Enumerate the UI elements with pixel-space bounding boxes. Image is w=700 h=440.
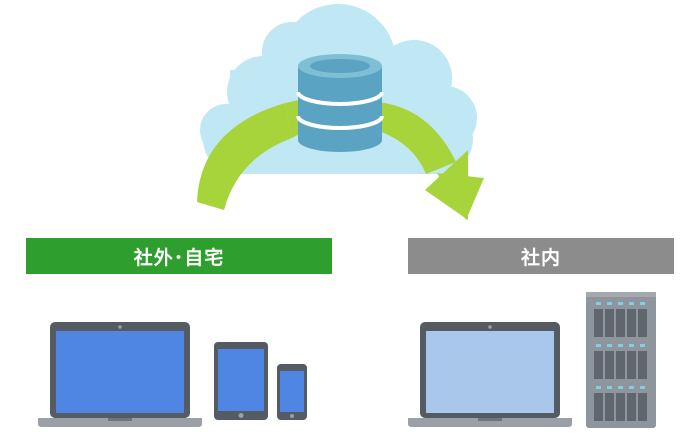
server-drive-bay [627, 309, 636, 337]
server-led [640, 302, 645, 305]
server-led [640, 386, 645, 389]
server-drive-bay [605, 393, 614, 421]
remote-location-label: 社外･自宅 [26, 238, 332, 274]
server-led [596, 344, 601, 347]
office-location-label: 社内 [408, 238, 674, 274]
smartphone-icon [277, 364, 307, 420]
server-drive-bay [616, 309, 625, 337]
server-drive-bay [627, 351, 636, 379]
server-led [640, 344, 645, 347]
server-led [607, 344, 612, 347]
server-icon [586, 292, 656, 428]
server-drive-bay [605, 309, 614, 337]
server-led [629, 344, 634, 347]
server-drive-bay [627, 393, 636, 421]
server-drive-bay [638, 351, 647, 379]
laptop-icon [38, 322, 202, 427]
server-drive-bay [594, 351, 603, 379]
tablet-icon [214, 342, 268, 420]
server-drive-bay [605, 351, 614, 379]
laptop-icon [408, 322, 572, 427]
database-icon [296, 54, 384, 152]
server-led [607, 386, 612, 389]
server-drive-bay [638, 393, 647, 421]
server-led [607, 302, 612, 305]
server-drive-bay [616, 351, 625, 379]
server-led [618, 302, 623, 305]
server-drive-bay [616, 393, 625, 421]
server-drive-bay [594, 393, 603, 421]
server-led [629, 302, 634, 305]
server-led [629, 386, 634, 389]
server-drive-bay [638, 309, 647, 337]
server-led [618, 386, 623, 389]
server-drive-bay [594, 309, 603, 337]
server-led [596, 302, 601, 305]
server-led [596, 386, 601, 389]
server-led [618, 344, 623, 347]
